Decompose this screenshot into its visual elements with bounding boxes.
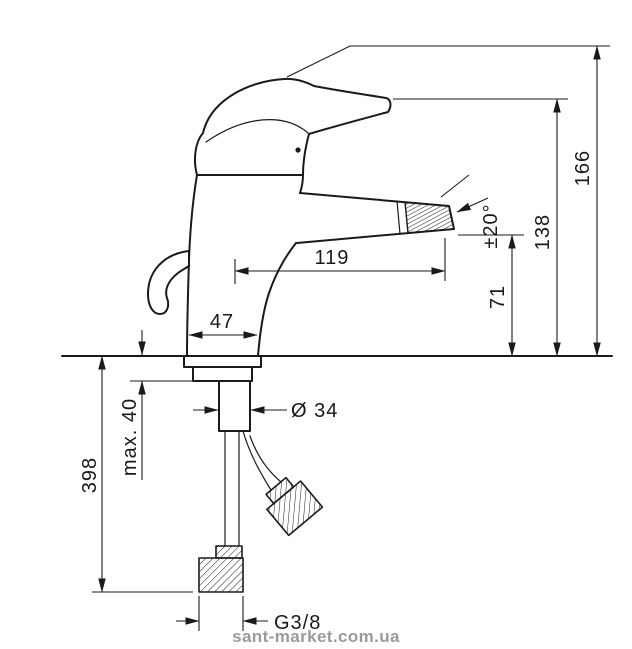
hose-straight-connector-nut [198,557,244,593]
hose-angled-connector [265,476,324,537]
outlet-height-label: 71 [487,285,509,309]
handle-indicator-dot [295,147,301,153]
total-height-label: 166 [572,150,594,186]
below-deck-length-label: 398 [79,457,101,493]
popup-rod-lever [147,250,190,315]
faucet-outline [61,77,613,593]
dim-total-height: 166 [286,45,610,357]
hole-diameter-label: Ø 34 [291,400,338,422]
swivel-range-line [440,174,470,198]
base-flange [183,356,262,368]
dim-hole-diameter: Ø 34 [193,400,338,422]
dim-outlet-height: 71 [458,234,524,357]
mounting-nut [192,366,253,382]
connection-thread-label: G3/8 [274,612,321,634]
dim-max-mounting-thickness: max. 40 [119,330,192,480]
dim-swivel-angle: ±20° [440,174,502,249]
dim-base-width: 47 [188,311,258,339]
spout-reach-label: 119 [315,247,350,269]
swivel-angle-label: ±20° [480,203,502,248]
watermark: sant-market.com.ua [232,627,400,646]
faucet-body [186,174,304,357]
dim-tip-height: 138 [393,98,568,357]
dim-connection-thread: G3/8 [176,596,321,634]
aerator-knurled-tip [404,201,455,234]
handle-joint-line [205,119,309,143]
base-width-label: 47 [210,311,234,333]
hose-straight [224,430,240,547]
extension-line [286,45,610,78]
tip-height-label: 138 [532,214,554,250]
max-thickness-label: max. 40 [119,398,141,476]
hose-angled [242,430,282,491]
dim-below-deck-length: 398 [79,355,193,593]
hose-angled-connector-nut [266,480,324,537]
lever-handle [194,77,392,176]
mounting-hardware [183,356,262,432]
hose-straight-collar [215,545,243,559]
threaded-shank [218,380,251,432]
dim-spout-reach: 119 [234,238,446,284]
leader-arrow [456,197,489,213]
supply-hoses [198,430,324,593]
aerator-spout [296,192,455,244]
